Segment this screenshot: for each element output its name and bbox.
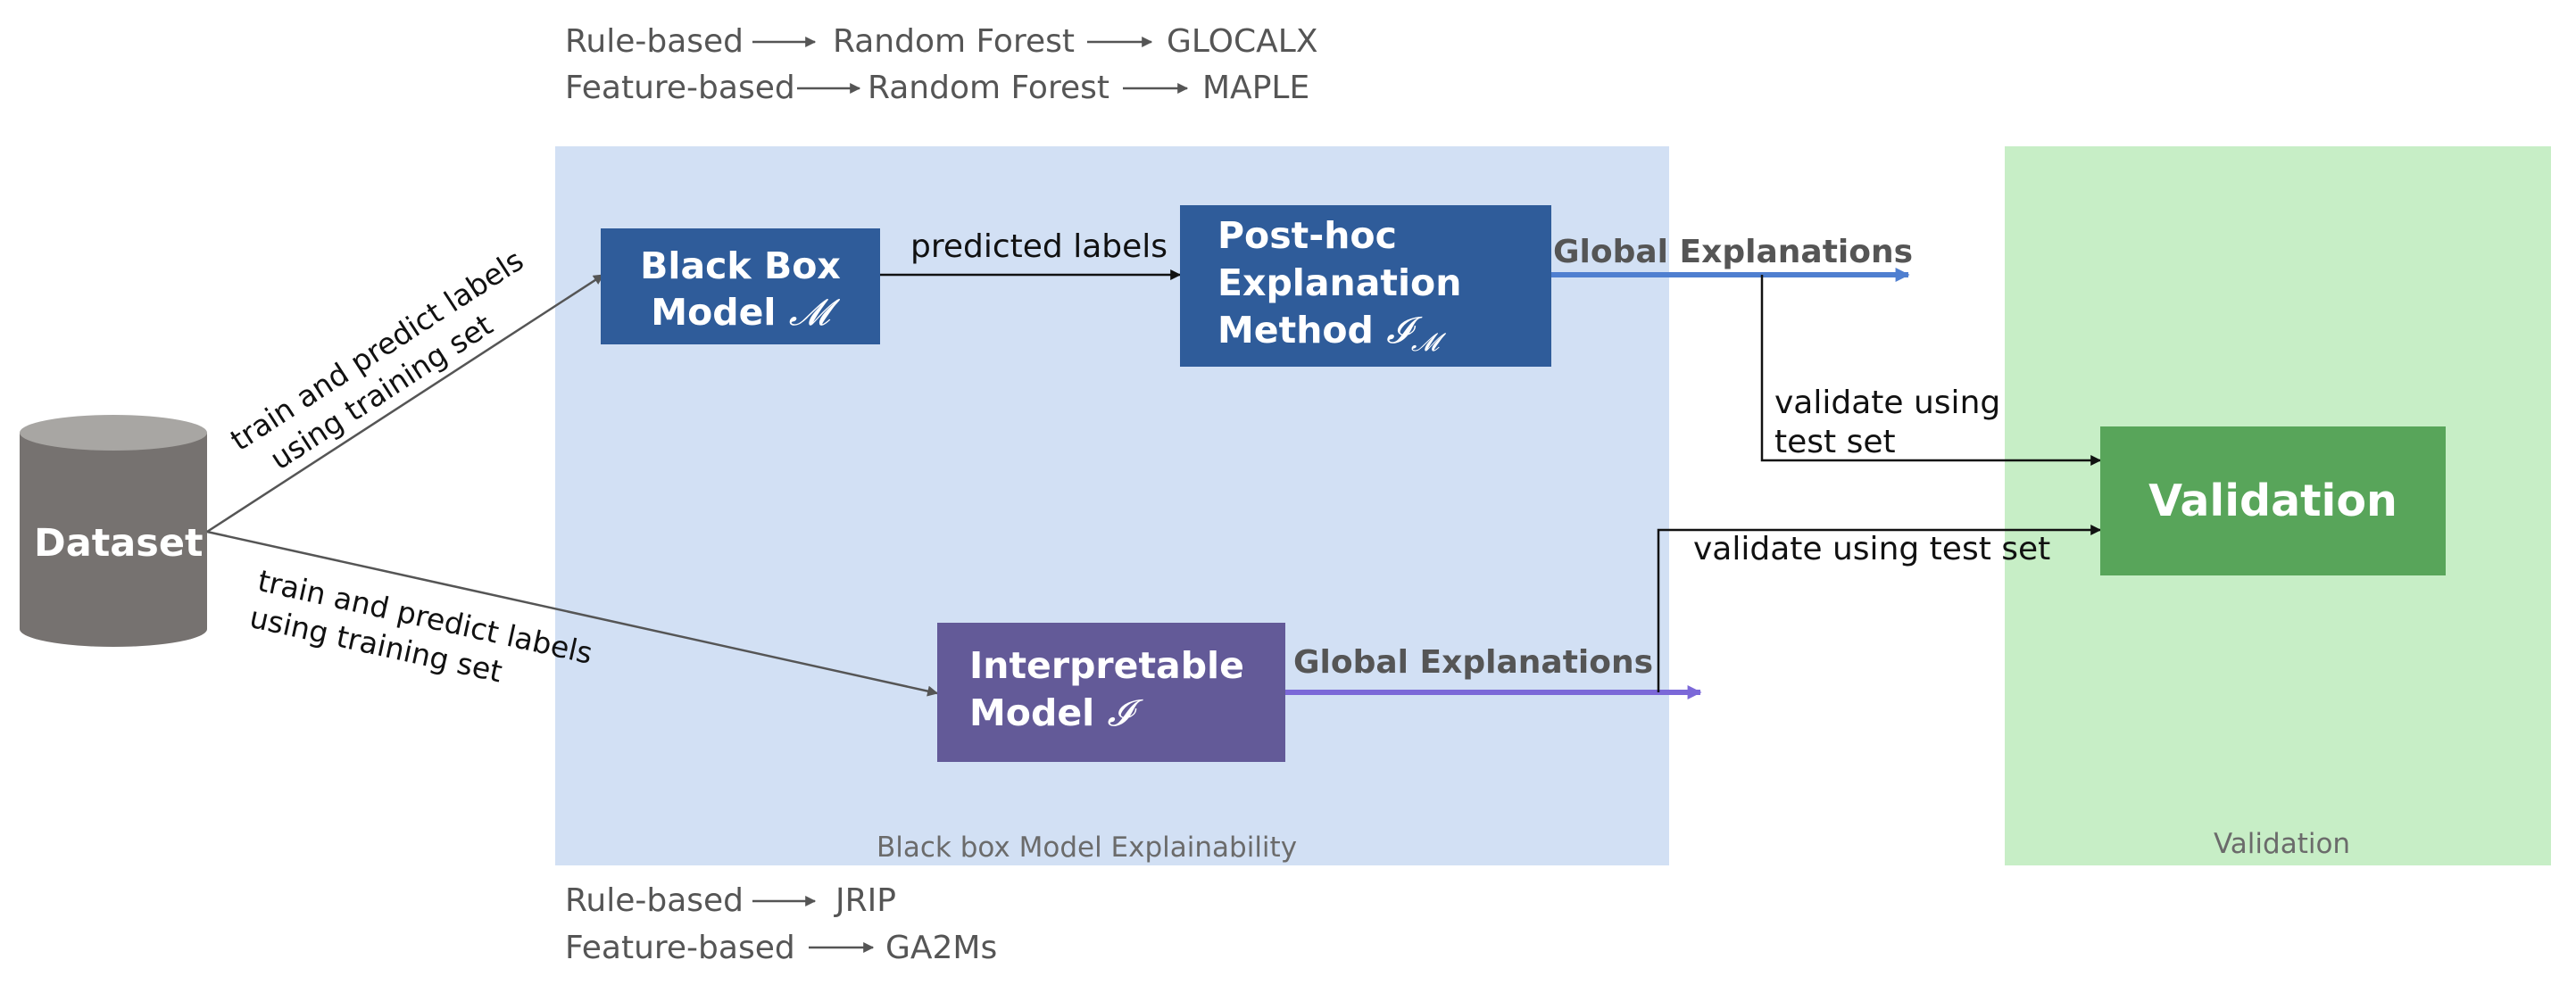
interpretable-symbol-icon: 𝓘 [1107,691,1133,734]
top-feature-based-model: Random Forest [868,70,1109,106]
validate-top-connector [1760,275,2102,466]
black-box-subtitle: Model 𝓜 [651,291,830,334]
validate-bottom-label: validate using test set [1693,531,2051,567]
bottom-rule-based-label: Rule-based [565,882,744,919]
post-hoc-title: Post-hoc [1217,214,1397,257]
predicted-labels-label: predicted labels [910,228,1168,265]
model-symbol-icon: 𝓜 [788,291,830,334]
top-rule-based-method: GLOCALX [1167,23,1318,60]
validation-region-label: Validation [2214,828,2351,860]
post-hoc-line3: Method 𝓘𝓜 [1217,309,1440,358]
validate-top-label: validate using test set [1774,385,2001,460]
top-rule-based-label: Rule-based [565,23,744,60]
bottom-feature-based-label: Feature-based [565,930,795,966]
top-feature-based-label: Feature-based [565,70,795,106]
interpretable-model: Interpretable Model 𝓘 [937,623,1285,762]
black-box-model: Black Box Model 𝓜 [601,228,880,344]
validation-box-label: Validation [2148,476,2397,526]
bottom-rule-based-method: JRIP [835,882,896,919]
explanation-subscript-icon: 𝓜 [1410,327,1440,358]
top-feature-based-method: MAPLE [1202,70,1310,106]
bottom-feature-based-method: GA2Ms [885,930,998,966]
validation-box: Validation [2100,426,2446,575]
dataset-to-interpretable-arrow [206,530,939,697]
interpretable-title: Interpretable [969,644,1244,687]
explainability-region-label: Black box Model Explainability [877,832,1298,864]
dataset-to-blackbox-arrow [206,273,605,534]
black-box-title: Black Box [640,244,841,287]
post-hoc-explanation-method: Post-hoc Explanation Method 𝓘𝓜 [1180,205,1551,367]
validate-bottom-connector [1657,525,2102,692]
top-rule-based-model: Random Forest [833,23,1075,60]
post-hoc-line2: Explanation [1217,261,1462,304]
interpretable-subtitle: Model 𝓘 [969,691,1133,734]
global-explanations-bottom-label: Global Explanations [1293,644,1654,681]
explanation-symbol-icon: 𝓘 [1386,309,1411,352]
dataset-cylinder [20,415,207,647]
global-explanations-top-label: Global Explanations [1553,234,1914,270]
dataset-label: Dataset [34,521,204,566]
